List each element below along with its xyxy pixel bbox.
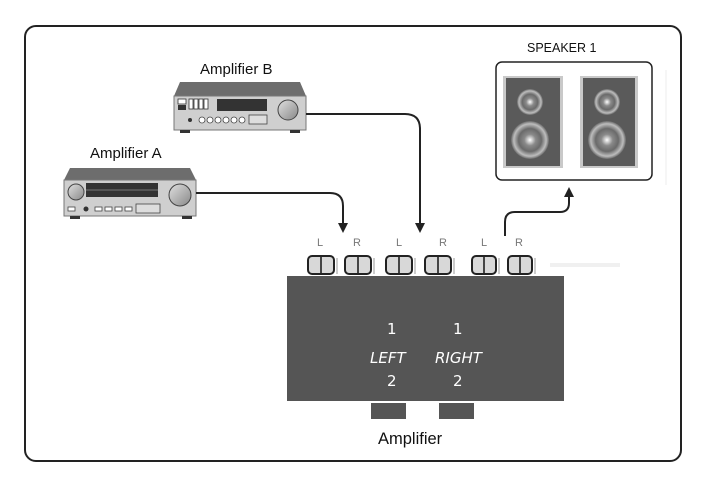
input-label-2-left: L (396, 237, 403, 249)
amplifier-foot-right (439, 403, 474, 419)
speaker-left (503, 76, 563, 168)
amplifier-b-label: Amplifier B (200, 61, 273, 78)
jack-2-right[interactable] (424, 255, 455, 275)
amplifier-label: Amplifier (378, 430, 443, 448)
output-to-speaker-arrow (504, 187, 574, 236)
panel-right-label: RIGHT (435, 349, 482, 367)
amplifier-a-label: Amplifier A (90, 145, 162, 162)
panel-right-bottom-number: 2 (453, 372, 463, 390)
input-label-1-right: R (353, 237, 361, 249)
panel-right-top-number: 1 (453, 320, 463, 338)
output-label-right: R (515, 237, 523, 249)
output-label-left: L (481, 237, 488, 249)
panel-left-bottom-number: 2 (387, 372, 397, 390)
input-jacks (307, 255, 536, 275)
input-label-2-right: R (439, 237, 447, 249)
amp-b-to-input-2-arrow (306, 113, 425, 233)
jack-1-right[interactable] (344, 255, 375, 275)
speaker-right (580, 76, 638, 168)
panel-left-top-number: 1 (387, 320, 397, 338)
jack-out-left[interactable] (471, 255, 500, 275)
amplifier-foot-left (371, 403, 406, 419)
panel-left-label: LEFT (370, 349, 406, 367)
input-label-1-left: L (317, 237, 324, 249)
jack-2-left[interactable] (385, 255, 416, 275)
jack-1-left[interactable] (307, 255, 338, 275)
jack-out-right[interactable] (507, 255, 536, 275)
speaker-label: SPEAKER 1 (527, 41, 597, 55)
amp-a-to-input-1-arrow (196, 192, 348, 233)
amplifier-b-receiver (173, 82, 307, 133)
amplifier-a-receiver (63, 168, 197, 219)
amplifier-body (287, 276, 564, 401)
